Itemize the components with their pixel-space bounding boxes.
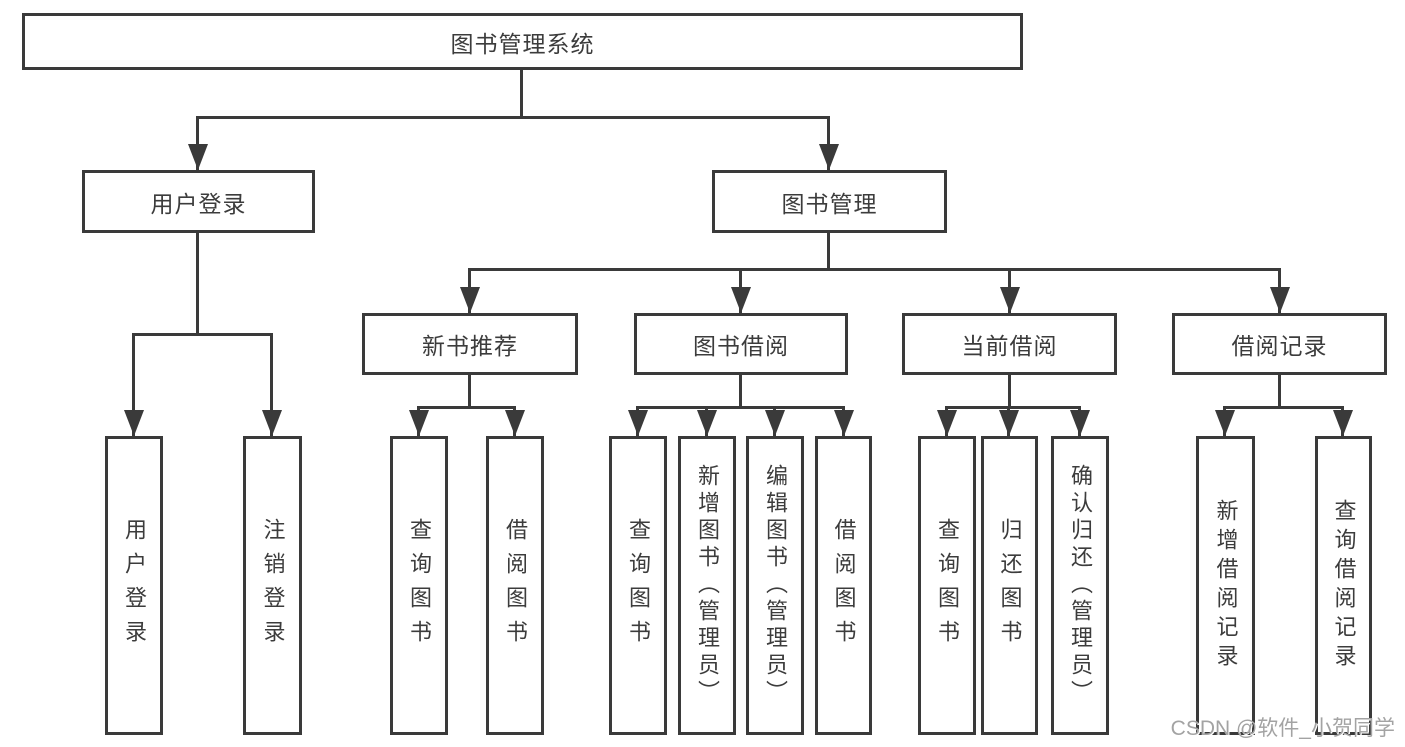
connector-user-login-trunk <box>196 233 199 335</box>
leaf-logout-label: 注销登录 <box>260 517 286 654</box>
arrow-user-login <box>188 144 208 170</box>
arrow-borrow-recommend <box>505 410 525 436</box>
csdn-watermark: CSDN @软件_小贺同学 <box>1170 717 1395 740</box>
leaf-add-borrow-record: 新增借阅记录 <box>1196 436 1255 735</box>
leaf-edit-books-admin-label: 编辑图书（管理员） <box>763 464 788 707</box>
arrow-query-current <box>937 410 957 436</box>
arrow-current-borrow <box>1000 287 1020 313</box>
node-book-management-label: 图书管理 <box>781 190 878 217</box>
leaf-confirm-return-admin-label: 确认归还（管理员） <box>1068 464 1093 707</box>
connector-book-borrow-trunk <box>739 375 742 408</box>
arrow-return-books <box>999 410 1019 436</box>
leaf-borrow-books-recommend-label: 借阅图书 <box>503 517 528 654</box>
leaf-query-borrow-record: 查询借阅记录 <box>1315 436 1372 735</box>
node-user-login: 用户登录 <box>82 170 315 233</box>
node-new-book-recommend-label: 新书推荐 <box>422 333 518 359</box>
node-borrow-records-label: 借阅记录 <box>1231 333 1328 359</box>
connector-borrow-records-rail <box>1223 406 1344 409</box>
arrow-new-book <box>460 287 480 313</box>
node-book-management: 图书管理 <box>712 170 947 233</box>
node-current-borrow-label: 当前借阅 <box>961 333 1058 359</box>
arrow-leaf-login <box>124 410 144 436</box>
leaf-query-books-current: 查询图书 <box>918 436 976 735</box>
arrow-confirm-return <box>1070 410 1090 436</box>
leaf-borrow-books: 借阅图书 <box>815 436 872 735</box>
node-root: 图书管理系统 <box>22 13 1023 70</box>
arrow-query-record <box>1333 410 1353 436</box>
connector-user-login-rail <box>132 333 273 336</box>
leaf-return-books: 归还图书 <box>981 436 1038 735</box>
node-user-login-label: 用户登录 <box>150 190 247 217</box>
node-root-label: 图书管理系统 <box>450 30 595 57</box>
node-new-book-recommend: 新书推荐 <box>362 313 578 375</box>
node-borrow-records: 借阅记录 <box>1172 313 1387 375</box>
leaf-logout: 注销登录 <box>243 436 302 735</box>
connector-new-book-rail <box>417 406 516 409</box>
leaf-add-books-admin: 新增图书（管理员） <box>678 436 736 735</box>
arrow-book-management <box>819 144 839 170</box>
connector-current-borrow-trunk <box>1008 375 1011 408</box>
leaf-user-login: 用户登录 <box>105 436 163 735</box>
arrow-borrow-books <box>834 410 854 436</box>
leaf-confirm-return-admin: 确认归还（管理员） <box>1051 436 1109 735</box>
connector-drop-book-management <box>827 116 830 170</box>
connector-root-trunk <box>520 70 523 118</box>
leaf-query-borrow-record-label: 查询借阅记录 <box>1331 498 1357 673</box>
arrow-borrow-records <box>1270 287 1290 313</box>
arrow-leaf-logout <box>262 410 282 436</box>
leaf-query-books-borrow: 查询图书 <box>609 436 667 735</box>
leaf-add-books-admin-label: 新增图书（管理员） <box>695 464 720 707</box>
arrow-add-books <box>697 410 717 436</box>
connector-current-borrow-rail <box>945 406 1081 409</box>
leaf-query-books-recommend: 查询图书 <box>390 436 448 735</box>
leaf-borrow-books-recommend: 借阅图书 <box>486 436 544 735</box>
arrow-book-borrow <box>731 287 751 313</box>
arrow-query-recommend <box>409 410 429 436</box>
connector-book-management-trunk <box>827 233 830 270</box>
connector-drop-leaf-logout <box>270 333 273 436</box>
connector-new-book-trunk <box>468 375 471 408</box>
arrow-query-borrow <box>628 410 648 436</box>
leaf-query-books-recommend-label: 查询图书 <box>407 517 432 654</box>
node-book-borrow-label: 图书借阅 <box>693 333 789 359</box>
connector-borrow-records-trunk <box>1278 375 1281 408</box>
leaf-add-borrow-record-label: 新增借阅记录 <box>1213 498 1239 673</box>
leaf-return-books-label: 归还图书 <box>997 517 1023 654</box>
node-book-borrow: 图书借阅 <box>634 313 848 375</box>
arrow-edit-books <box>765 410 785 436</box>
connector-drop-user-login <box>196 116 199 170</box>
arrow-add-record <box>1215 410 1235 436</box>
connector-book-borrow-rail <box>636 406 845 409</box>
node-current-borrow: 当前借阅 <box>902 313 1117 375</box>
leaf-query-books-current-label: 查询图书 <box>935 517 960 654</box>
leaf-edit-books-admin: 编辑图书（管理员） <box>746 436 804 735</box>
leaf-query-books-borrow-label: 查询图书 <box>626 517 651 654</box>
leaf-user-login-label: 用户登录 <box>122 517 147 654</box>
connector-drop-leaf-login <box>132 333 135 436</box>
connector-level3-rail <box>468 268 1281 271</box>
connector-level2-rail <box>196 116 829 119</box>
leaf-borrow-books-label: 借阅图书 <box>831 517 857 654</box>
